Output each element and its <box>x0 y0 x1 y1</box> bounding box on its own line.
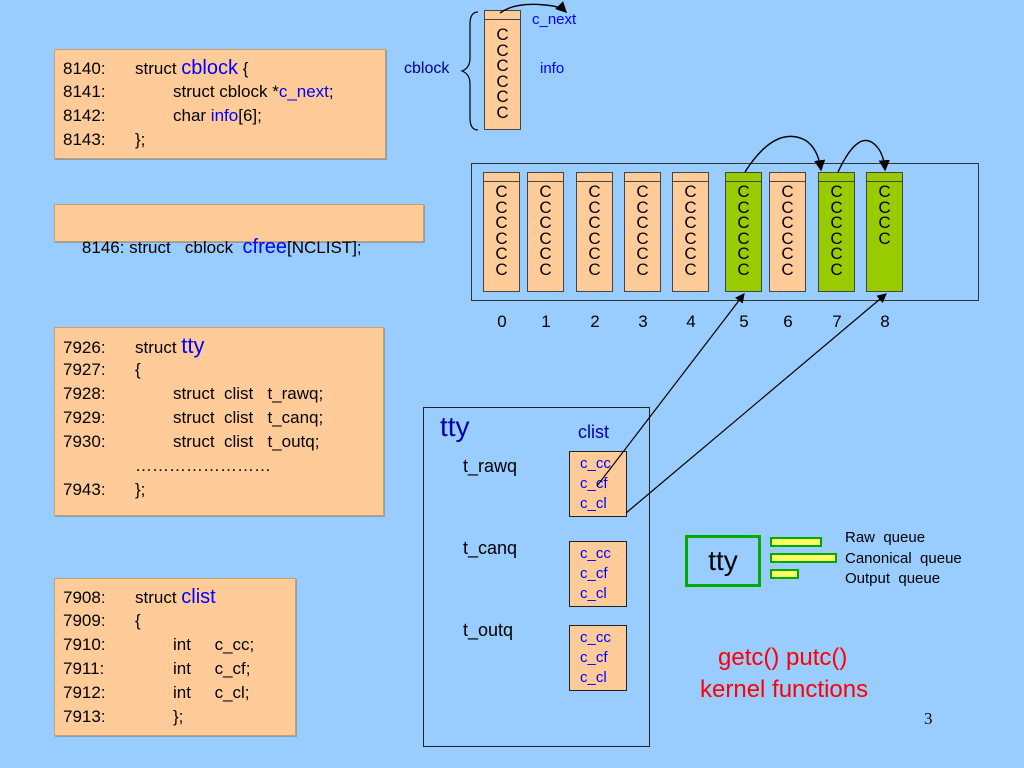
page-number: 3 <box>924 709 933 728</box>
code-line: 7910:int c_cc; <box>63 635 255 654</box>
code-line: …………………… <box>135 456 271 475</box>
clist-field: c_cf <box>580 475 608 492</box>
cfree-block-8: C C C C <box>866 172 903 292</box>
c-next-label: c_next <box>532 11 577 28</box>
code-line: 8143:}; <box>63 130 146 149</box>
tty-diagram-frame <box>423 407 650 747</box>
clist-struct-code: 7908:struct clist 7909:{ 7910:int c_cc; 791… <box>54 578 296 736</box>
code-line: 7909:{ <box>63 611 141 630</box>
tty-queue-name-t_outq: t_outq <box>463 620 514 640</box>
cfree-decl-line: 8146: struct cblock cfree[NCLIST]; <box>81 236 362 258</box>
clist-field: c_cl <box>580 495 607 512</box>
cfree-decl-code: 8146: struct cblock cfree[NCLIST]; <box>54 204 424 258</box>
cfree-index-1: 1 <box>541 312 551 331</box>
code-line: 8142:char info[6]; <box>63 106 262 125</box>
cfree-block-chars: C C C C C C <box>539 182 552 279</box>
cfree-block-5: C C C C C C <box>725 172 762 292</box>
code-line: 7928:struct clist t_rawq; <box>63 384 324 403</box>
legend-output-text: Output queue <box>845 570 941 587</box>
cfree-index-5: 5 <box>739 312 749 331</box>
cfree-index-8: 8 <box>880 312 890 331</box>
cfree-block-1: C C C C C C <box>527 172 564 292</box>
cfree-index-0: 0 <box>497 312 507 331</box>
clist-field: c_cc <box>580 545 611 562</box>
clist-box-t_rawq: c_cc c_cf c_cl <box>569 451 627 517</box>
cfree-index-4: 4 <box>686 312 696 331</box>
functions-line-1: getc() putc() <box>718 644 848 671</box>
code-line: 7926:struct tty <box>63 333 205 358</box>
clist-field: c_cf <box>580 565 608 582</box>
code-line: 8140:struct cblock { <box>63 57 249 79</box>
cblock-mini-cell: C C C C C C <box>484 10 521 130</box>
legend-bar-output <box>770 569 799 579</box>
cblock-brace <box>460 11 479 131</box>
clist-field: c_cf <box>580 649 608 666</box>
tty-queue-name-t_rawq: t_rawq <box>463 456 518 476</box>
clist-box-t_canq: c_cc c_cf c_cl <box>569 541 627 607</box>
cfree-block-chars: C C C C <box>878 182 891 248</box>
cfree-block-chars: C C C C C C <box>737 182 750 279</box>
clist-field: c_cc <box>580 629 611 646</box>
legend-raw-text: Raw queue <box>845 529 926 546</box>
code-line: 8141:struct cblock *c_next; <box>63 82 334 101</box>
cblock-label: cblock <box>404 60 450 77</box>
functions-line-2: kernel functions <box>700 676 869 703</box>
code-line: 7908:struct clist <box>63 586 216 608</box>
cfree-block-4: C C C C C C <box>672 172 709 292</box>
tty-queue-name-t_canq: t_canq <box>463 538 518 558</box>
cfree-block-6: C C C C C C <box>769 172 806 292</box>
cfree-block-chars: C C C C C C <box>588 182 601 279</box>
code-line: 7943:}; <box>63 480 146 499</box>
cfree-block-0: C C C C C C <box>483 172 520 292</box>
cfree-block-chars: C C C C C C <box>830 182 843 279</box>
code-line: 7913:}; <box>63 707 184 726</box>
cfree-block-2: C C C C C C <box>576 172 613 292</box>
code-line: 7911:int c_cf; <box>63 659 251 678</box>
cfree-block-chars: C C C C C C <box>684 182 697 279</box>
clist-field: c_cl <box>580 585 607 602</box>
cfree-index-7: 7 <box>832 312 842 331</box>
legend-bar-canonical <box>770 553 837 563</box>
code-line: 7929:struct clist t_canq; <box>63 408 324 427</box>
code-line: 7927:{ <box>63 360 141 379</box>
clist-field: c_cc <box>580 455 611 472</box>
legend-canonical-text: Canonical queue <box>845 550 962 567</box>
code-line: 7930:struct clist t_outq; <box>63 432 320 451</box>
cfree-block-3: C C C C C C <box>624 172 661 292</box>
cfree-index-3: 3 <box>638 312 648 331</box>
cblock-mini-chars: C C C C C C <box>496 25 509 122</box>
legend-tty-label: tty <box>708 545 738 576</box>
tty-struct-code: 7926:struct tty 7927:{ 7928:struct clist t… <box>54 327 384 516</box>
clist-box-t_outq: c_cc c_cf c_cl <box>569 625 627 691</box>
cfree-block-chars: C C C C C C <box>781 182 794 279</box>
cfree-index-6: 6 <box>783 312 793 331</box>
cfree-block-7: C C C C C C <box>818 172 855 292</box>
legend-tty-box: tty <box>685 535 761 587</box>
code-line: 7912:int c_cl; <box>63 683 250 702</box>
cfree-index-2: 2 <box>590 312 600 331</box>
cblock-struct-code: 8140:struct cblock { 8141:struct cblock *… <box>54 49 386 159</box>
legend-bar-raw <box>770 537 822 547</box>
clist-label: clist <box>578 422 609 442</box>
info-label: info <box>540 60 565 77</box>
cfree-block-chars: C C C C C C <box>495 182 508 279</box>
tty-diagram-title: tty <box>440 411 470 442</box>
cfree-block-chars: C C C C C C <box>636 182 649 279</box>
clist-field: c_cl <box>580 669 607 686</box>
